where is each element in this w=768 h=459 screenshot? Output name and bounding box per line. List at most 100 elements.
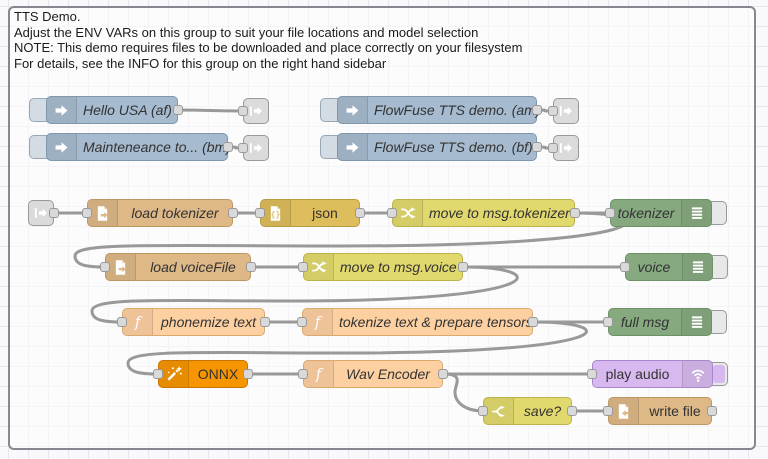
node-inject-am[interactable]: FlowFuse TTS demo. (am) [320, 96, 542, 124]
node-body[interactable]: {}json [260, 199, 360, 227]
node-linkout-2[interactable] [238, 135, 269, 161]
output-port[interactable] [567, 406, 577, 416]
node-body[interactable]: Hello USA (af) [46, 96, 178, 124]
wire-wav-encoder-to-save-switch[interactable] [441, 372, 485, 413]
output-port[interactable] [223, 142, 233, 152]
output-port[interactable] [260, 317, 270, 327]
input-port[interactable] [153, 369, 163, 379]
node-body[interactable]: load voiceFile [105, 253, 251, 281]
node-onnx[interactable]: ONNX [153, 360, 253, 388]
node-change-tokenizer[interactable]: move to msg.tokenizer [387, 199, 580, 227]
input-port[interactable] [238, 143, 248, 153]
node-json[interactable]: {}json [255, 199, 365, 227]
node-debug-tokenizer[interactable]: tokenizer [605, 199, 727, 227]
output-port[interactable] [532, 105, 542, 115]
node-change-voice[interactable]: move to msg.voice [298, 253, 468, 281]
node-body[interactable] [553, 98, 579, 124]
input-port[interactable] [620, 262, 630, 272]
output-port[interactable] [570, 208, 580, 218]
node-debug-voice[interactable]: voice [620, 253, 728, 281]
audio-broadcast-icon [682, 361, 712, 387]
output-port[interactable] [458, 262, 468, 272]
node-body[interactable]: FlowFuse TTS demo. (am) [337, 96, 540, 124]
node-label: play audio [605, 366, 670, 382]
node-inject-bf[interactable]: FlowFuse TTS demo. (bf) [320, 133, 542, 161]
input-port[interactable] [603, 406, 613, 416]
node-body[interactable]: full msg [608, 308, 712, 336]
output-port[interactable] [49, 208, 59, 218]
node-body[interactable]: voice [625, 253, 713, 281]
node-body[interactable]: play audio [592, 360, 713, 388]
node-label: full msg [620, 314, 670, 330]
output-port[interactable] [243, 369, 253, 379]
node-body[interactable]: move to msg.tokenizer [392, 199, 575, 227]
node-linkout-1[interactable] [238, 98, 269, 124]
input-port[interactable] [478, 406, 488, 416]
node-linkout-4[interactable] [548, 135, 579, 161]
node-play-audio[interactable]: play audio [587, 360, 728, 388]
input-port[interactable] [603, 317, 613, 327]
node-save-switch[interactable]: save? [478, 397, 577, 425]
output-port[interactable] [173, 105, 183, 115]
node-write-file[interactable]: write file [603, 397, 717, 425]
input-port[interactable] [298, 262, 308, 272]
node-label: FlowFuse TTS demo. (am) [374, 102, 541, 118]
output-port[interactable] [355, 208, 365, 218]
node-body[interactable]: FlowFuse TTS demo. (bf) [337, 133, 537, 161]
svg-text:f: f [314, 315, 323, 331]
output-port[interactable] [532, 142, 542, 152]
input-port[interactable] [255, 208, 265, 218]
link-arrow-icon [248, 103, 264, 119]
node-body[interactable]: write file [608, 397, 712, 425]
svg-text:f: f [315, 367, 324, 383]
wire-inject-hello-to-linkout-1[interactable] [176, 108, 245, 113]
node-linkin-1[interactable] [28, 200, 59, 226]
output-port[interactable] [707, 406, 717, 416]
node-label: tokenizer [617, 205, 675, 221]
link-arrow-icon [558, 103, 574, 119]
node-body[interactable]: load tokenizer [87, 199, 233, 227]
node-body[interactable]: ONNX [158, 360, 248, 388]
output-port[interactable] [246, 262, 256, 272]
node-inject-hello[interactable]: Hello USA (af) [29, 96, 183, 124]
node-body[interactable]: tokenizer [610, 199, 712, 227]
input-port[interactable] [387, 208, 397, 218]
output-port[interactable] [228, 208, 238, 218]
node-inject-maintenance[interactable]: Mainteneance to... (bm) [29, 133, 233, 161]
node-debug-fullmsg[interactable]: full msg [603, 308, 727, 336]
node-linkout-3[interactable] [548, 98, 579, 124]
input-port[interactable] [238, 106, 248, 116]
node-load-voicefile[interactable]: load voiceFile [100, 253, 256, 281]
node-body[interactable]: move to msg.voice [303, 253, 463, 281]
wire-tokenize-text-to-onnx[interactable] [126, 320, 588, 376]
file-export-icon [88, 200, 118, 226]
node-label: voice [637, 259, 671, 275]
output-port[interactable] [528, 317, 538, 327]
input-port[interactable] [548, 143, 558, 153]
input-port[interactable] [82, 208, 92, 218]
wire-change-voice-to-phonemize-text[interactable] [90, 265, 519, 324]
link-arrow-icon [33, 205, 49, 221]
output-port[interactable] [438, 369, 448, 379]
input-port[interactable] [605, 208, 615, 218]
play-audio-button-inner [713, 365, 725, 383]
input-port[interactable] [298, 369, 308, 379]
input-port[interactable] [297, 317, 307, 327]
input-port[interactable] [548, 106, 558, 116]
input-port[interactable] [100, 262, 110, 272]
shuffle-icon [304, 254, 334, 280]
input-port[interactable] [587, 369, 597, 379]
node-body[interactable]: Mainteneance to... (bm) [46, 133, 231, 161]
input-port[interactable] [117, 317, 127, 327]
node-body[interactable]: save? [483, 397, 572, 425]
json-file-icon: {} [261, 200, 291, 226]
node-load-tokenizer[interactable]: load tokenizer [82, 199, 238, 227]
